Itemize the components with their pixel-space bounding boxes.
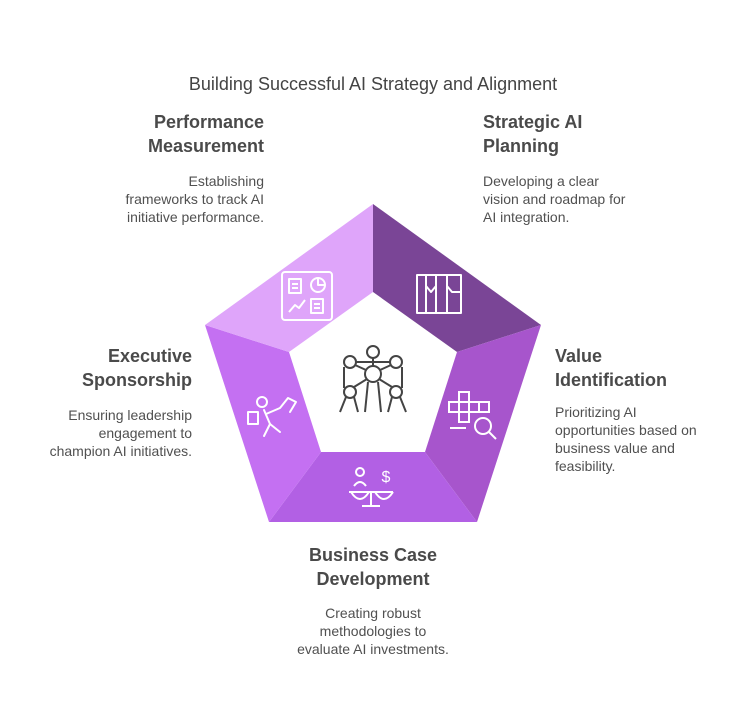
desc-line: methodologies to xyxy=(319,623,427,639)
diagram-title: Building Successful AI Strategy and Alig… xyxy=(188,74,558,94)
heading-line: Sponsorship xyxy=(81,370,192,390)
desc-executive-sponsorship: Ensuring leadership engagement to champi… xyxy=(20,406,192,460)
segment-executive-sponsorship xyxy=(205,325,321,522)
segment-value-identification xyxy=(425,325,541,522)
search-grid-icon xyxy=(448,391,497,440)
desc-business-case-development: Creating robust methodologies to evaluat… xyxy=(223,604,523,658)
desc-line: frameworks to track AI xyxy=(125,191,264,207)
desc-line: Establishing xyxy=(188,173,265,189)
desc-strategic-ai-planning: Developing a clear vision and roadmap fo… xyxy=(483,172,625,226)
segment-business-case-development xyxy=(269,452,477,522)
desc-line: Developing a clear xyxy=(483,173,599,189)
desc-line: feasibility. xyxy=(555,458,616,474)
desc-line: vision and roadmap for xyxy=(483,191,626,207)
columns-icon xyxy=(416,274,462,314)
svg-text:$: $ xyxy=(382,469,391,486)
desc-line: Creating robust xyxy=(325,605,421,621)
scale-dollar-icon: $ xyxy=(349,467,394,507)
desc-line: AI integration. xyxy=(483,209,570,225)
desc-performance-measurement: Establishing frameworks to track AI init… xyxy=(60,172,264,226)
heading-line: Performance xyxy=(153,112,264,132)
desc-line: business value and xyxy=(555,440,675,456)
heading-line: Planning xyxy=(483,136,559,156)
heading-line: Business Case xyxy=(308,545,438,565)
desc-value-identification: Prioritizing AI opportunities based on b… xyxy=(555,403,697,475)
segment-strategic-ai-planning xyxy=(373,204,541,352)
heading-line: Identification xyxy=(555,370,667,390)
heading-line: Executive xyxy=(107,346,192,366)
heading-strategic-ai-planning: Strategic AI Planning xyxy=(483,110,582,158)
heading-business-case-development: Business Case Development xyxy=(223,543,523,591)
desc-line: champion AI initiatives. xyxy=(49,443,192,459)
desc-line: initiative performance. xyxy=(127,209,264,225)
heading-line: Measurement xyxy=(147,136,264,156)
heading-performance-measurement: Performance Measurement xyxy=(60,110,264,158)
desc-line: Prioritizing AI xyxy=(555,404,637,420)
desc-line: evaluate AI investments. xyxy=(297,641,449,657)
desc-line: Ensuring leadership xyxy=(68,407,192,423)
atomium-icon xyxy=(339,345,407,413)
heading-line: Value xyxy=(555,346,603,366)
heading-value-identification: Value Identification xyxy=(555,344,667,392)
dashboard-icon xyxy=(281,271,333,321)
desc-line: opportunities based on xyxy=(555,422,697,438)
heading-executive-sponsorship: Executive Sponsorship xyxy=(20,344,192,392)
heading-line: Development xyxy=(316,569,430,589)
desc-line: engagement to xyxy=(98,425,192,441)
climbing-person-icon xyxy=(247,396,297,437)
heading-line: Strategic AI xyxy=(483,112,583,132)
